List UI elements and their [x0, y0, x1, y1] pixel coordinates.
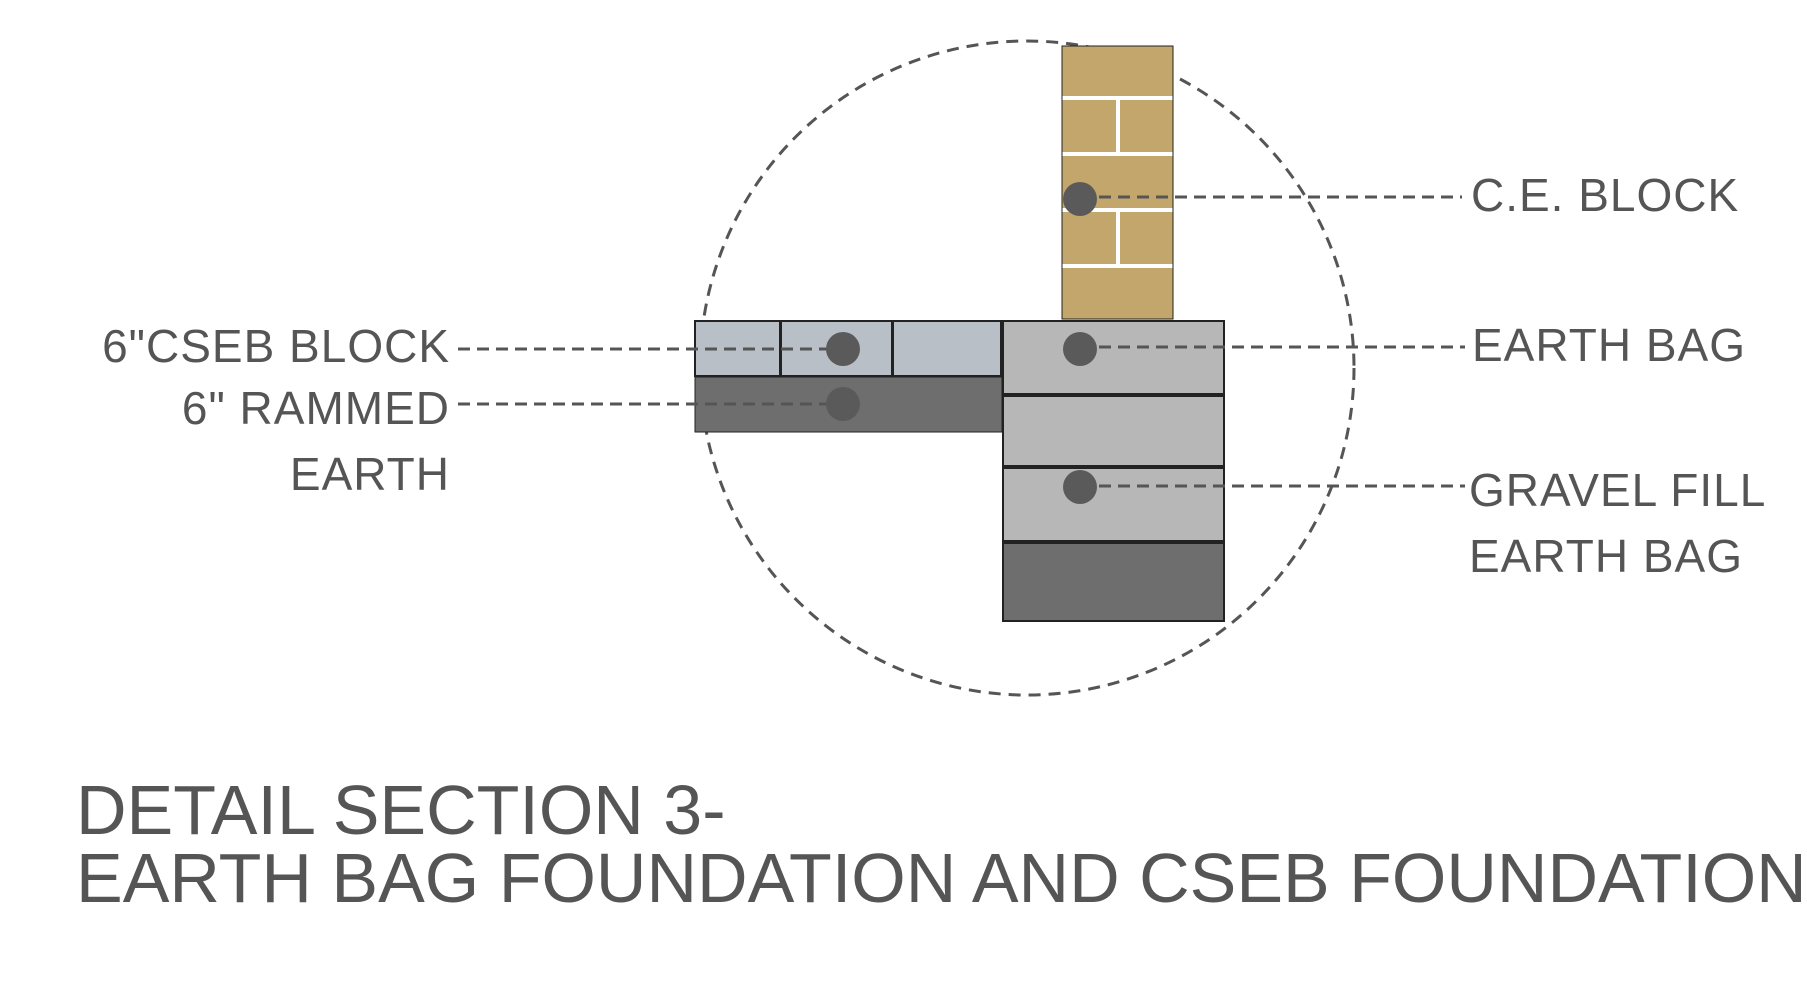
label-rammed-earth-line2: EARTH [290, 448, 450, 500]
marker-earth-bag [1063, 332, 1097, 366]
marker-rammed-earth [826, 387, 860, 421]
cseb-block-row [694, 320, 1002, 377]
label-rammed-earth: 6" RAMMED [182, 382, 450, 434]
marker-cseb-block [826, 332, 860, 366]
earth-bag-stack [1002, 320, 1225, 622]
label-earth-bag: EARTH BAG [1472, 319, 1746, 371]
title-line-2: EARTH BAG FOUNDATION AND CSEB FOUNDATION [76, 839, 1807, 917]
marker-gravel-fill [1063, 470, 1097, 504]
label-ce-block: C.E. BLOCK [1471, 169, 1739, 221]
ce-block-wall [1061, 45, 1174, 320]
label-gravel-fill: GRAVEL FILL [1469, 464, 1766, 516]
label-gravel-fill-earth-bag: EARTH BAG [1469, 530, 1743, 582]
marker-ce-block [1063, 182, 1097, 216]
title-line-1: DETAIL SECTION 3- [76, 771, 726, 849]
label-cseb-block: 6"CSEB BLOCK [102, 320, 450, 372]
